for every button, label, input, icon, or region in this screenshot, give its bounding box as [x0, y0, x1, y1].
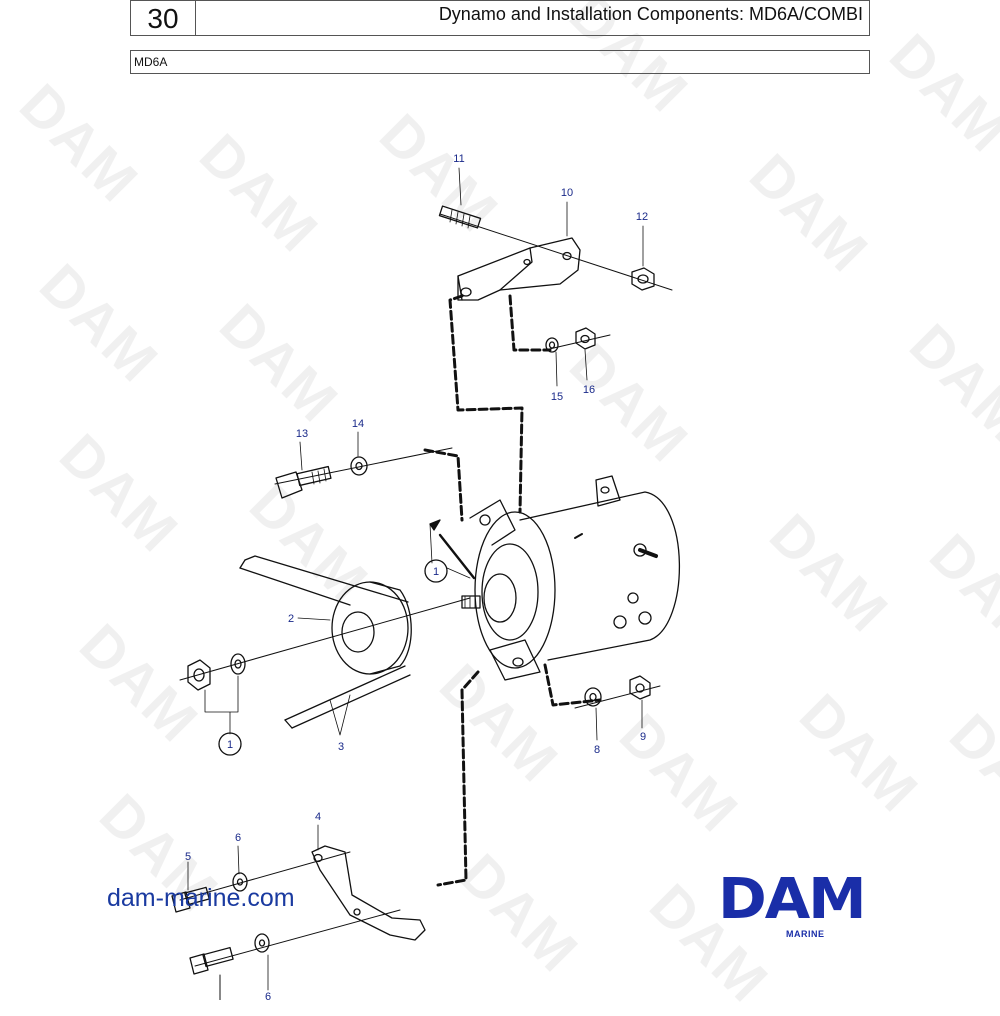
model-label: MD6A — [130, 50, 870, 74]
nut-1 — [187, 659, 211, 691]
callout-circle-upper — [424, 559, 448, 583]
callout-8: 8 — [594, 744, 600, 756]
washer-6 — [232, 872, 248, 892]
callout-16: 16 — [583, 384, 595, 396]
nut-16 — [575, 327, 596, 350]
axis-lines — [179, 213, 673, 967]
stud-11 — [438, 205, 482, 229]
bracket-10 — [457, 237, 581, 301]
callout-1-upper: 1 — [433, 566, 439, 578]
callout-9: 9 — [640, 731, 646, 743]
washer-8 — [584, 687, 602, 707]
washer-15 — [545, 337, 559, 353]
page-title: Dynamo and Installation Components: MD6A… — [438, 4, 863, 24]
adjusting-bracket-4 — [311, 845, 426, 941]
nut-12 — [631, 267, 655, 291]
callout-12: 12 — [636, 211, 648, 223]
callout-circle-lower — [218, 732, 242, 756]
nut-9 — [629, 675, 651, 700]
callout-5: 5 — [185, 851, 191, 863]
callout-4: 4 — [315, 811, 321, 823]
washer-14 — [350, 456, 368, 476]
callout-6: 6 — [235, 832, 241, 844]
bolt-lower — [189, 946, 234, 1000]
callout-2: 2 — [288, 613, 294, 625]
callout-10: 10 — [561, 187, 573, 199]
washer-6b — [254, 933, 270, 953]
dynamo — [461, 475, 681, 681]
callout-labels: 11 10 12 15 16 13 14 1 2 1 3 8 9 4 6 5 6 — [185, 153, 648, 1000]
callout-15: 15 — [551, 391, 563, 403]
callout-6-lower: 6 — [265, 991, 271, 1000]
callout-11: 11 — [453, 153, 464, 165]
pulley-2 — [331, 581, 412, 675]
callout-1-lower: 1 — [227, 739, 233, 751]
callout-13: 13 — [296, 428, 308, 440]
pointer-arrow — [429, 519, 476, 580]
header-box: 30 Dynamo and Installation Components: M… — [130, 0, 870, 36]
bolt-5 — [171, 886, 210, 913]
alignment-dashes — [423, 294, 602, 887]
v-belt-3 — [239, 555, 411, 729]
callout-14: 14 — [352, 418, 364, 430]
washer-1 — [230, 653, 246, 675]
dam-logo: DAM — [718, 867, 867, 932]
bolt-13 — [275, 465, 332, 499]
callout-leaders — [187, 167, 644, 991]
logo-tagline: MARINE — [786, 929, 825, 939]
website-link[interactable]: dam-marine.com — [107, 884, 295, 912]
section-number: 30 — [131, 1, 196, 35]
callout-3: 3 — [338, 741, 344, 753]
